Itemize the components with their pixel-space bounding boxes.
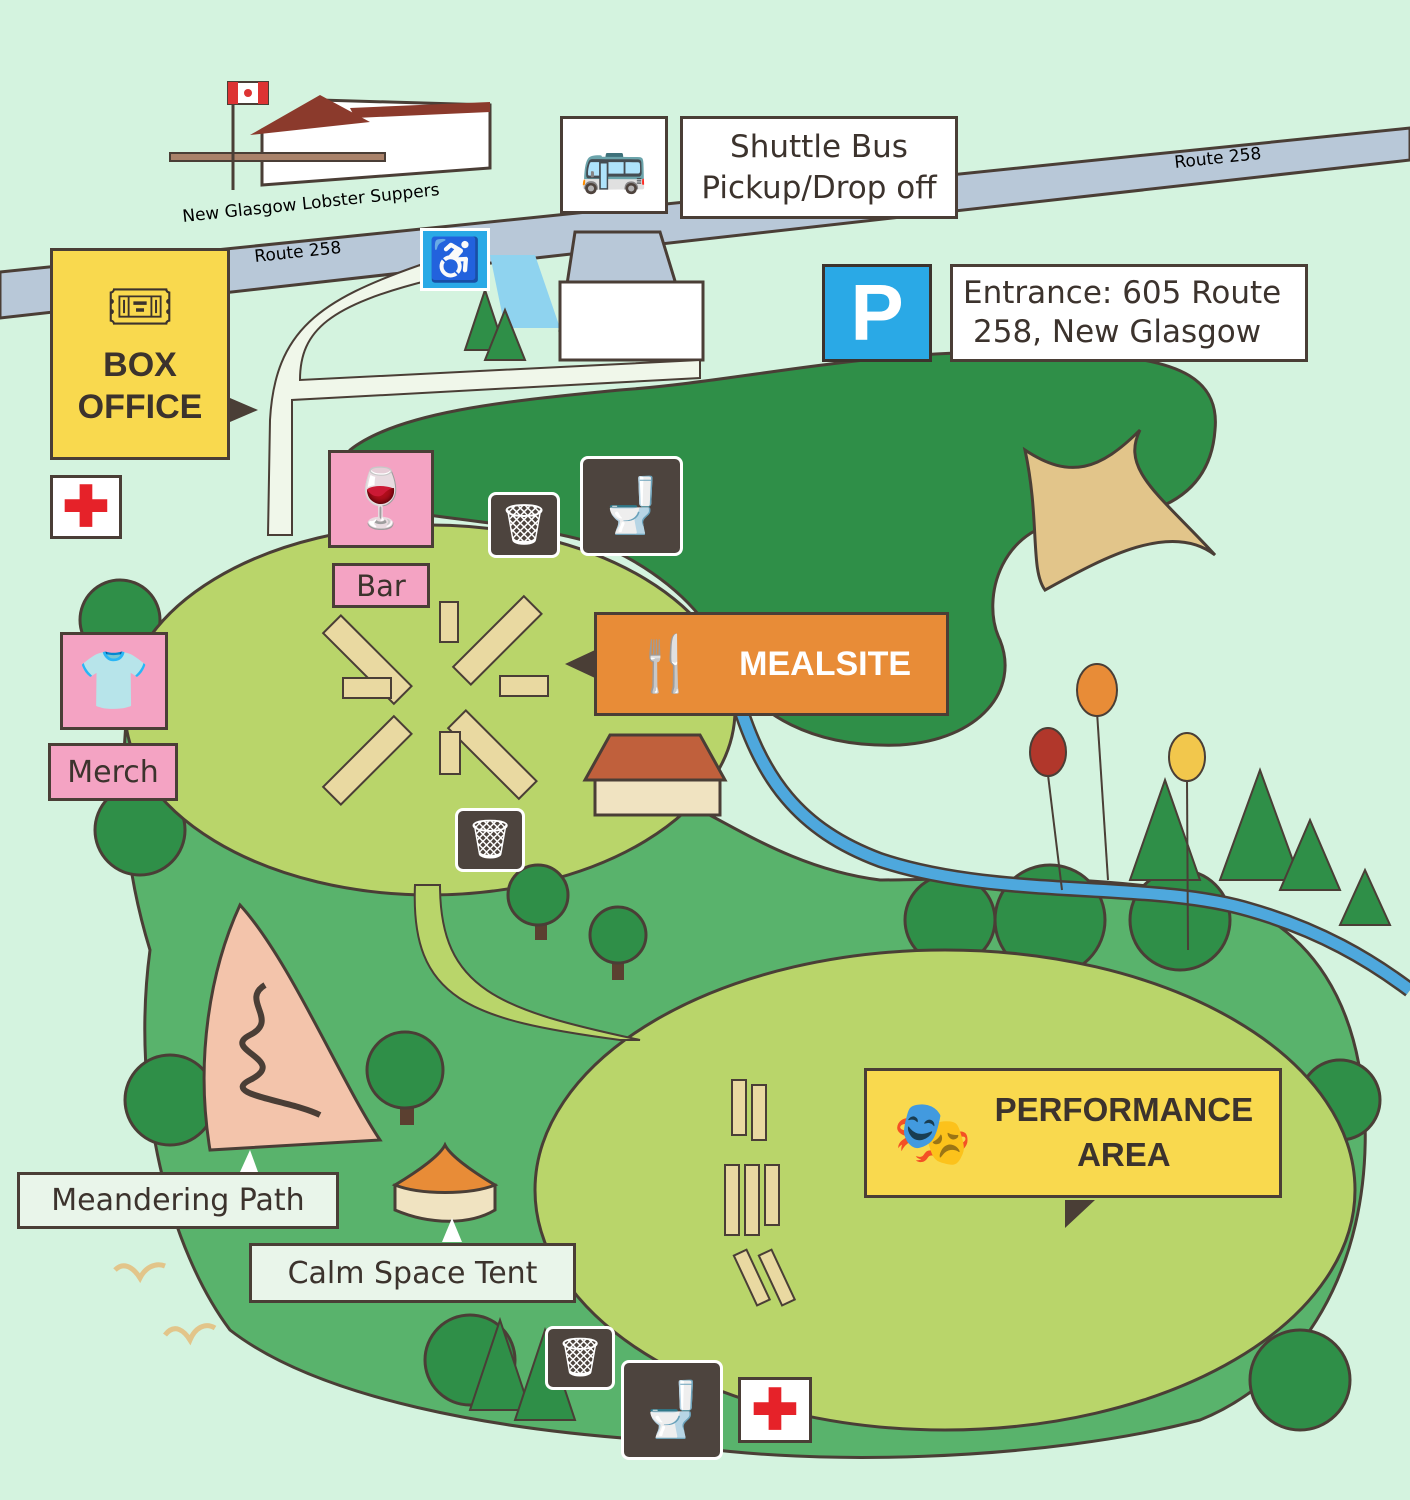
first-aid-station-south[interactable]: ✚ [738,1377,812,1443]
parking-shed [558,280,705,362]
seagull-2 [163,1323,217,1346]
box-office-line1: BOX [103,345,177,384]
shuttle-line1: Shuttle Bus [730,129,908,166]
mealsite-pointer [565,650,595,678]
calm-tent-label: Calm Space Tent [249,1243,576,1303]
meandering-pointer [240,1150,258,1172]
box-office-pointer [230,398,258,422]
mealsite-label: MEALSITE [739,644,912,683]
shuttle-line2: Pickup/Drop off [701,169,937,206]
entrance-line2: 258, New Glasgow [973,314,1262,350]
fork-spoon-icon: 🍴 [631,634,700,694]
merch-label: Merch [48,743,178,801]
parking-sign[interactable]: P [822,264,932,362]
box-office-line2: OFFICE [77,388,203,426]
theatre-masks-icon: 🎭 [892,1097,973,1169]
shuttle-bus-sign[interactable]: 🚌 [560,116,668,214]
wheelchair-icon: ♿ [428,235,482,283]
pavilion [582,733,728,817]
performance-line1: PERFORMANCE [994,1091,1254,1129]
lobster-suppers-building [169,81,492,190]
performance-line2: AREA [1077,1136,1171,1173]
ticket-icon: 🎟 [105,276,175,337]
bar-label-text: Bar [356,568,406,603]
bus-icon: 🚌 [580,135,648,195]
merch-sign[interactable]: 👕 [60,632,168,730]
building-name: New Glasgow Lobster Suppers [181,180,440,227]
entrance-path [266,263,701,536]
first-aid-station-north[interactable]: ✚ [50,475,122,539]
shuttle-bus-label: Shuttle Bus Pickup/Drop off [680,116,958,219]
wine-glass-icon: 🍷 [344,466,418,531]
performance-area-sign[interactable]: 🎭 PERFORMANCE AREA [864,1068,1282,1198]
bar-sign[interactable]: 🍷 [328,450,434,548]
trash-icon: 🗑 [555,1337,605,1379]
trash-bin-north[interactable]: 🗑 [488,492,560,558]
meandering-path-label: Meandering Path [17,1172,339,1229]
toilet-north[interactable]: 🚽 [580,456,683,556]
meandering-path-area [202,902,383,1152]
calm-space-tent [391,1141,499,1223]
trash-icon: 🗑 [498,503,550,547]
performance-label: PERFORMANCE AREA [995,1088,1254,1177]
toilet-south[interactable]: 🚽 [621,1360,723,1460]
tree-line-left [78,578,1382,1432]
seagull-1 [113,1262,166,1284]
trash-bin-mealsite[interactable]: 🗑 [455,808,525,872]
deciduous-trees [365,863,648,1125]
field-path [413,884,641,1041]
box-office-sign[interactable]: 🎟 BOX OFFICE [50,248,230,460]
accessible-parking-sign[interactable]: ♿ [420,228,490,291]
calm-tent-text: Calm Space Tent [287,1255,538,1291]
toilet-icon: 🚽 [597,476,666,536]
picnic-tables [321,594,549,806]
merch-label-text: Merch [67,754,159,790]
conifer-trees [463,286,1392,1421]
tshirt-icon: 👕 [77,648,151,713]
entrance-label: Entrance: 605 Route 258, New Glasgow [950,264,1308,362]
performance-pointer [1065,1200,1095,1228]
tent-pointer [442,1218,462,1242]
accessible-parking-bay [490,255,560,328]
first-aid-cross-icon: ✚ [751,1378,799,1441]
bar-label: Bar [332,563,430,608]
parking-letter: P [850,268,904,357]
balloons [1029,663,1206,951]
trash-bin-south[interactable]: 🗑 [545,1326,615,1390]
toilet-icon: 🚽 [638,1380,706,1440]
performance-benches [724,1079,797,1307]
trash-icon: 🗑 [465,819,515,861]
meandering-path-text: Meandering Path [51,1183,305,1218]
bird-shape [1022,428,1217,592]
mealsite-sign[interactable]: 🍴 MEALSITE [594,612,949,716]
entrance-line1: Entrance: 605 Route [963,275,1282,312]
forest-north [348,350,1217,747]
first-aid-cross-icon: ✚ [62,475,110,538]
